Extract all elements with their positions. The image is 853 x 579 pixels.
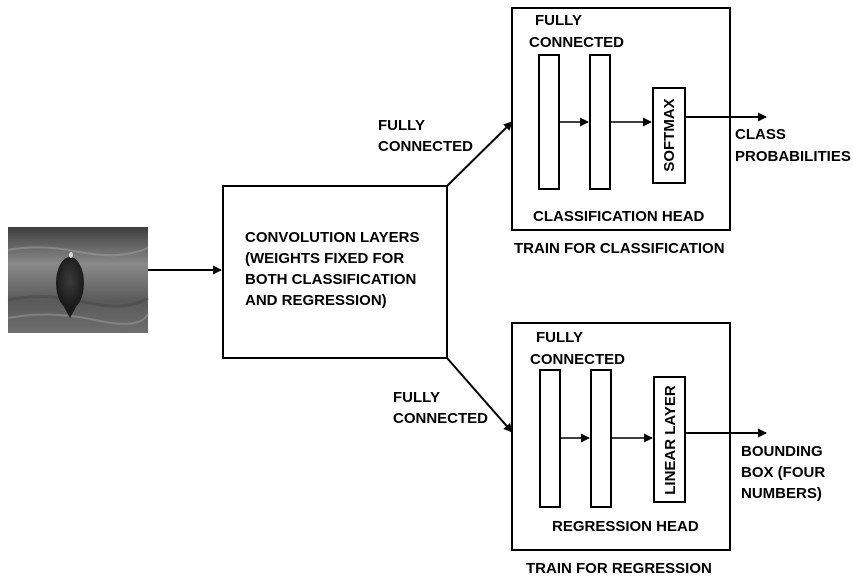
bbox-output-line-2: BOX (FOUR: [741, 464, 825, 481]
lower-connector-line-2: CONNECTED: [393, 410, 488, 427]
classification-fc-line-2: CONNECTED: [529, 34, 624, 51]
regression-caption: TRAIN FOR REGRESSION: [526, 560, 712, 577]
input-image: [7, 227, 149, 333]
lower-connector-line-1: FULLY: [393, 389, 440, 406]
conv-to-classification-arrow: [446, 121, 513, 187]
upper-connector-line-1: FULLY: [378, 117, 425, 134]
linear-layer: [653, 376, 686, 503]
classification-head-label: CLASSIFICATION HEAD: [533, 208, 705, 225]
conv-block: CONVOLUTION LAYERS (WEIGHTS FIXED FOR BO…: [222, 185, 448, 359]
bbox-output-line-1: BOUNDING: [741, 443, 823, 460]
class-output-line-2: PROBABILITIES: [735, 148, 851, 165]
conv-to-regression-arrow: [446, 357, 513, 433]
class-output-line-1: CLASS: [735, 126, 786, 143]
classification-head: FULLY CONNECTED SOFTMAX CLASSIFICATION H…: [511, 7, 731, 231]
conv-line-4: AND REGRESSION): [245, 292, 387, 309]
regression-fc-layer-2: [590, 369, 612, 508]
softmax-layer: [652, 87, 686, 184]
regression-fc-line-1: FULLY: [536, 329, 583, 346]
regression-fc-layer-1: [539, 369, 561, 508]
classification-fc-layer-1: [538, 54, 560, 190]
regression-head: FULLY CONNECTED LINEAR LAYER REGRESSION …: [511, 322, 731, 551]
upper-connector-line-2: CONNECTED: [378, 138, 473, 155]
classification-caption: TRAIN FOR CLASSIFICATION: [514, 240, 725, 257]
linear-layer-label: LINEAR LAYER: [662, 385, 679, 495]
bbox-output-line-3: NUMBERS): [741, 485, 822, 502]
conv-line-1: CONVOLUTION LAYERS: [245, 229, 419, 246]
regression-fc-line-2: CONNECTED: [530, 351, 625, 368]
softmax-label: SOFTMAX: [661, 98, 678, 171]
classification-fc-line-1: FULLY: [535, 12, 582, 29]
classification-fc-layer-2: [589, 54, 611, 190]
conv-line-2: (WEIGHTS FIXED FOR: [245, 250, 404, 267]
regression-head-label: REGRESSION HEAD: [552, 518, 699, 535]
conv-line-3: BOTH CLASSIFICATION: [245, 271, 416, 288]
fish-icon: [56, 257, 84, 309]
